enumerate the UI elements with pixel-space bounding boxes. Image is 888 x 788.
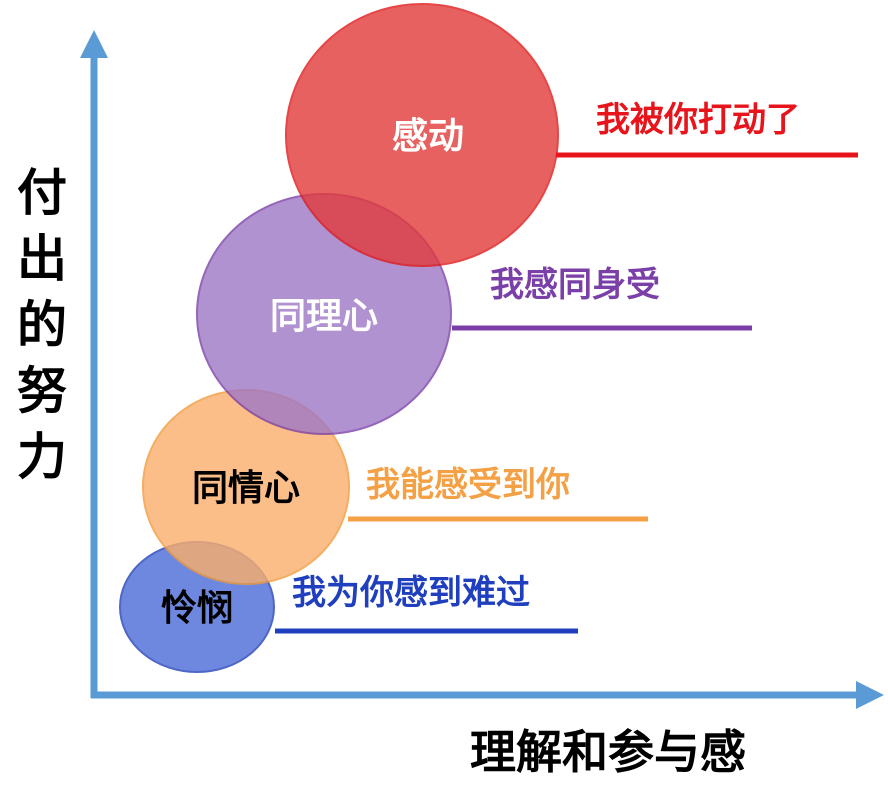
moved-circle <box>285 3 559 267</box>
moved-label: 感动 <box>392 116 464 157</box>
axes <box>80 30 884 709</box>
y-axis-arrow <box>80 30 108 58</box>
x-axis-arrow <box>856 681 884 709</box>
y-axis-label: 付出的努力 <box>17 164 67 486</box>
sympathy-label: 同情心 <box>192 468 300 509</box>
level-moved: 感动 我被你打动了 <box>285 3 858 267</box>
x-axis-label: 理解和参与感 <box>470 725 746 779</box>
empathy-description: 我感同身受 <box>490 265 660 305</box>
sympathy-description: 我能感受到你 <box>366 465 570 505</box>
level-sympathy: 同情心 我能感受到你 <box>142 389 648 585</box>
moved-description: 我被你打动了 <box>596 100 800 140</box>
pity-description: 我为你感到难过 <box>292 573 530 613</box>
empathy-label: 同理心 <box>270 296 378 337</box>
pity-label: 怜悯 <box>161 588 233 629</box>
